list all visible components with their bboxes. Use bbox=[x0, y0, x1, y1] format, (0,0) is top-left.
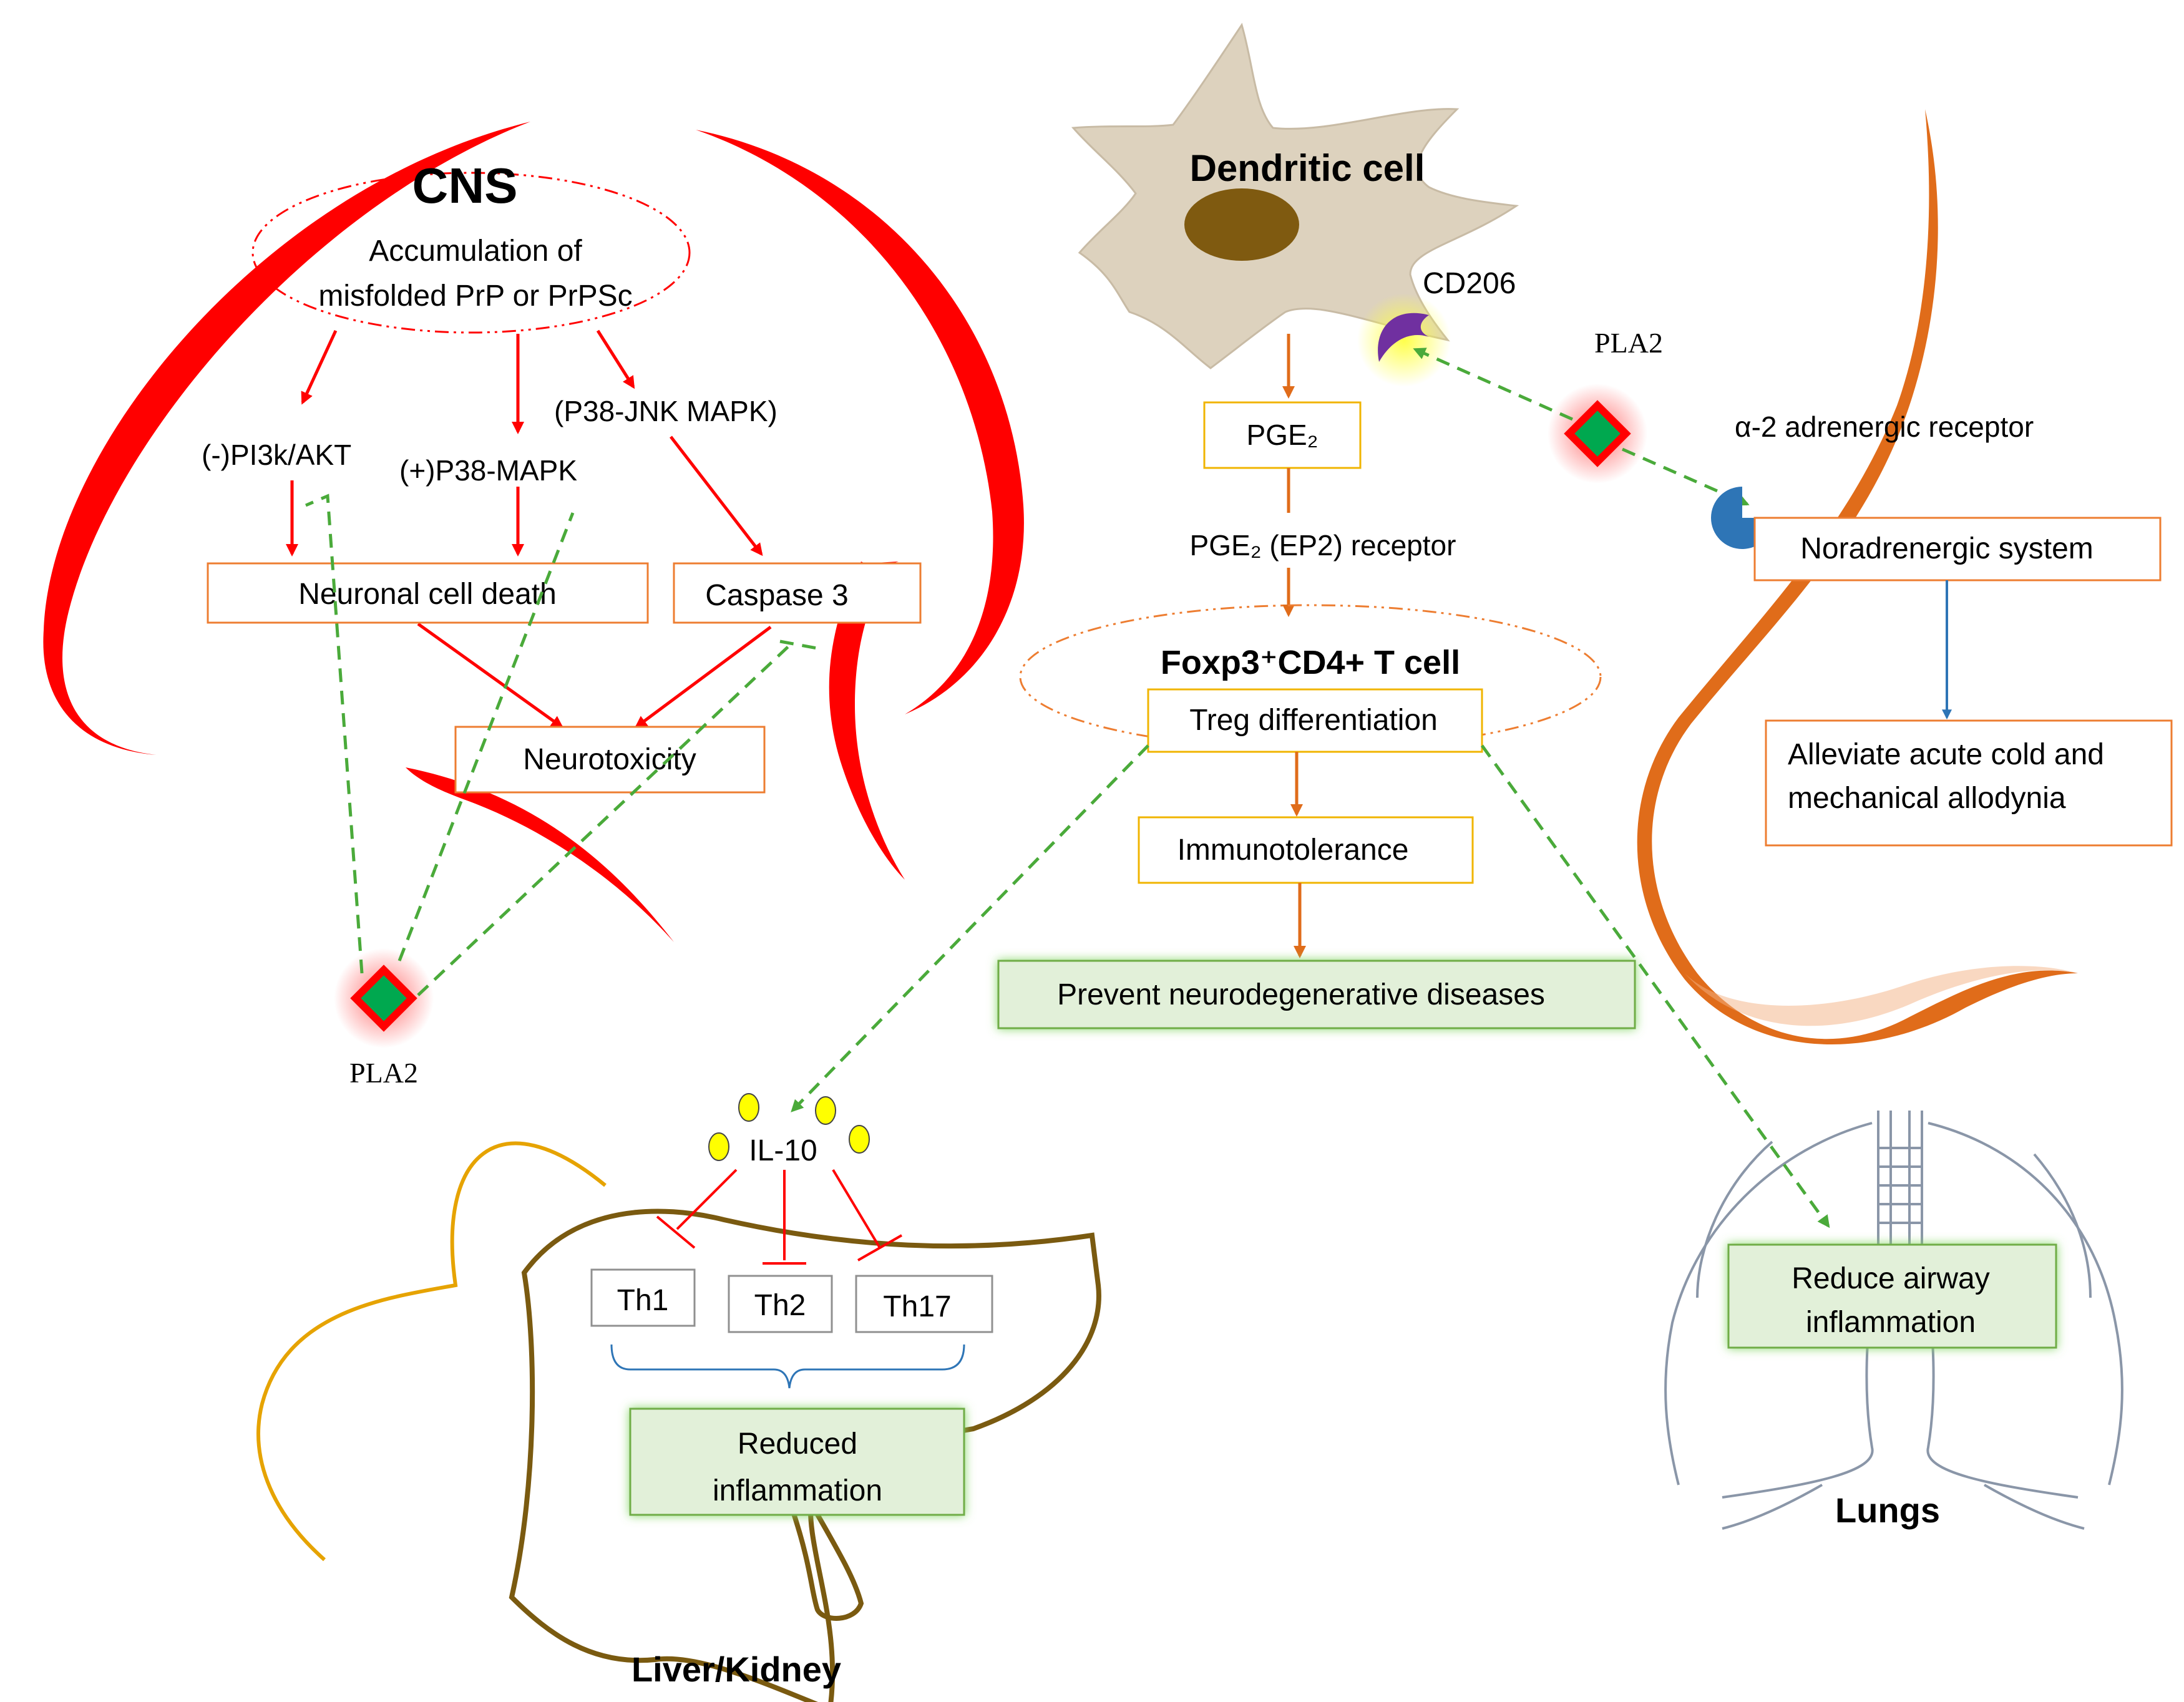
il10-dot bbox=[815, 1096, 836, 1125]
caspase-box bbox=[673, 562, 922, 624]
th2-label: Th2 bbox=[754, 1289, 806, 1322]
inhib-th17 bbox=[832, 1169, 881, 1249]
pla2-label-cns: PLA2 bbox=[349, 1057, 418, 1089]
pla2-icon-cns bbox=[350, 965, 417, 1032]
cd206-label: CD206 bbox=[1423, 267, 1516, 300]
th-brace bbox=[610, 1344, 965, 1389]
il10-dot bbox=[738, 1093, 759, 1122]
th2-box bbox=[728, 1275, 833, 1333]
jnk-label: (P38-JNK MAPK) bbox=[554, 395, 778, 427]
accumulation-ellipse bbox=[251, 172, 691, 334]
arrow-jnk-caspase bbox=[670, 435, 763, 557]
cd206-icon bbox=[1378, 313, 1429, 362]
arrow-acc-jnk bbox=[596, 329, 635, 389]
dash-pla2-caspase bbox=[417, 641, 794, 996]
th1-box bbox=[590, 1268, 696, 1327]
caspase-label: Caspase 3 bbox=[705, 579, 848, 612]
dash-treg-il10 bbox=[791, 744, 1149, 1112]
alleviate-label-line1: Alleviate acute cold and bbox=[1788, 738, 2104, 771]
reduced-inflammation-box bbox=[629, 1408, 965, 1516]
reduced-inflammation-line1: Reduced bbox=[738, 1427, 857, 1461]
alleviate-label-line2: mechanical allodynia bbox=[1788, 782, 2066, 815]
neurotoxicity-box bbox=[454, 726, 766, 794]
reduce-airway-line1: Reduce airway bbox=[1792, 1262, 1989, 1295]
liver-kidney-label: Liver/Kidney bbox=[631, 1650, 841, 1689]
th17-box bbox=[855, 1275, 993, 1333]
p38-label: (+)P38-MAPK bbox=[399, 454, 577, 487]
cns-title: CNS bbox=[412, 158, 518, 213]
alpha2-label: α-2 adrenergic receptor bbox=[1735, 411, 2034, 443]
inhib-th17-bar bbox=[857, 1234, 902, 1262]
dendritic-cell-body bbox=[1071, 22, 1519, 369]
pge2-receptor-label: PGE₂ (EP2) receptor bbox=[1190, 529, 1456, 562]
il10-label: IL-10 bbox=[749, 1134, 817, 1167]
noradrenergic-label: Noradrenergic system bbox=[1800, 532, 2094, 565]
dendritic-cell-label: Dendritic cell bbox=[1190, 147, 1425, 189]
immunotolerance-label: Immunotolerance bbox=[1177, 834, 1409, 867]
th1-label: Th1 bbox=[617, 1284, 669, 1317]
alleviate-box bbox=[1765, 719, 2173, 847]
neuronal-death-label: Neuronal cell death bbox=[298, 578, 557, 611]
accumulation-label-line2: misfolded PrP or PrPSc bbox=[318, 280, 632, 313]
dash-pla2-cd206 bbox=[1413, 348, 1574, 421]
il10-dots bbox=[708, 1093, 870, 1161]
arrow-caspase-neurotox bbox=[634, 625, 772, 729]
accumulation-label-line1: Accumulation of bbox=[369, 235, 582, 268]
immunotolerance-box bbox=[1138, 816, 1474, 884]
pla2-label-nerve: PLA2 bbox=[1594, 327, 1663, 359]
noradrenergic-box bbox=[1753, 517, 2162, 581]
reduced-inflammation-line2: inflammation bbox=[713, 1474, 882, 1507]
dash-pla2-pi3k bbox=[305, 494, 364, 974]
arrow-acc-pi3k bbox=[301, 329, 338, 405]
treg-diff-box bbox=[1147, 688, 1483, 753]
pge2-box bbox=[1203, 401, 1362, 469]
il10-dot bbox=[849, 1125, 870, 1154]
reduce-airway-box bbox=[1727, 1243, 2057, 1349]
treg-title: Foxp3⁺CD4+ T cell bbox=[1161, 644, 1460, 681]
neuronal-death-box bbox=[207, 562, 649, 624]
prevent-label: Prevent neurodegenerative diseases bbox=[1057, 978, 1545, 1011]
dash-treg-lungs bbox=[1480, 744, 1830, 1228]
il10-inhibitions bbox=[656, 1169, 902, 1265]
pla2-icon-nerve bbox=[1564, 400, 1631, 467]
cns-green-dashes bbox=[305, 494, 821, 996]
liver-kidney-illustration bbox=[256, 1141, 1101, 1702]
reduce-airway-line2: inflammation bbox=[1806, 1306, 1976, 1339]
pi3k-label: (-)PI3k/AKT bbox=[202, 439, 351, 471]
cns-red-arrows bbox=[286, 329, 772, 729]
dash-caspase-tick bbox=[779, 639, 821, 651]
th17-label: Th17 bbox=[883, 1290, 951, 1323]
prevent-box bbox=[997, 960, 1636, 1029]
inhib-th1-bar bbox=[656, 1215, 696, 1249]
dendritic-nucleus bbox=[1184, 188, 1299, 261]
il10-dot bbox=[708, 1132, 729, 1161]
cd206-glow bbox=[1357, 293, 1451, 387]
nerve-fiber bbox=[1637, 109, 2078, 1045]
dash-pla2-death bbox=[397, 512, 575, 961]
arrow-death-neurotox bbox=[417, 622, 564, 729]
lungs-label: Lungs bbox=[1835, 1490, 1940, 1530]
treg-diff-label: Treg differentiation bbox=[1189, 704, 1438, 737]
pge2-label: PGE₂ bbox=[1247, 419, 1319, 451]
inhib-th1 bbox=[676, 1169, 738, 1230]
